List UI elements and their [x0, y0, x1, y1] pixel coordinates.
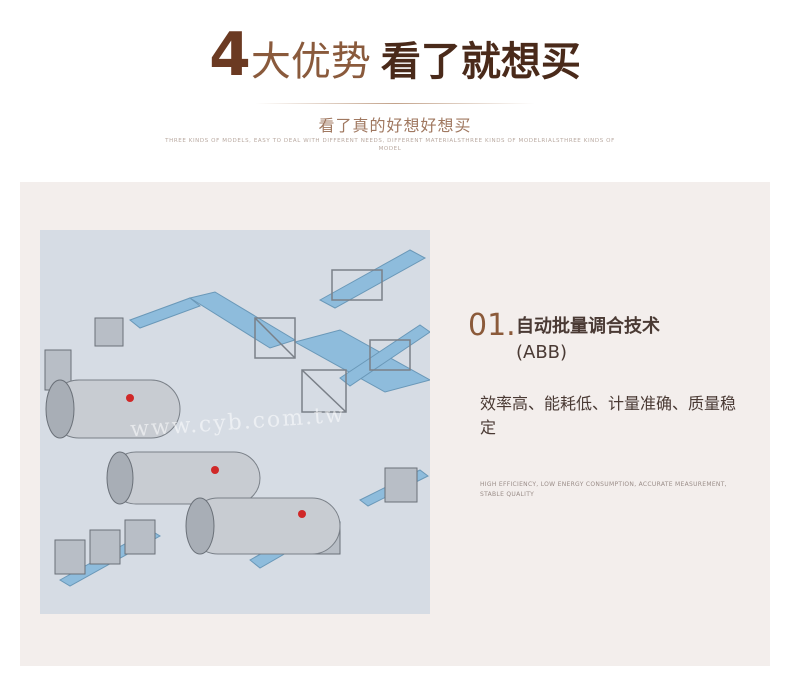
- production-line-illustration: www.cyb.com.tw: [40, 230, 430, 614]
- feature-english-caption: HIGH EFFICIENCY, LOW ENERGY CONSUMPTION,…: [480, 481, 727, 498]
- feature-title: 自动批量调合技术: [516, 316, 660, 337]
- title-bold-text: 看了就想买: [380, 39, 581, 85]
- feature-number: 01.: [468, 308, 516, 343]
- feature-panel: www.cyb.com.tw 01. 自动批量调合技术 (ABB) 效率高、能耗…: [20, 182, 770, 666]
- page-subtitle: 看了真的好想好想买: [318, 116, 472, 135]
- title-light-text: 大优势: [250, 39, 371, 85]
- factory-render: [40, 230, 430, 614]
- english-caption: THREE KINDS OF MODELS, EASY TO DEAL WITH…: [165, 138, 615, 152]
- feature-description: 效率高、能耗低、计量准确、质量稳定: [480, 394, 737, 437]
- decorative-divider: [255, 103, 535, 104]
- page-header: 4大优势看了就想买 看了真的好想好想买 THREE KINDS OF MODEL…: [0, 0, 790, 180]
- page-title: 4大优势看了就想买: [0, 25, 790, 85]
- title-number: 4: [209, 20, 251, 90]
- feature-subtitle: (ABB): [516, 342, 568, 363]
